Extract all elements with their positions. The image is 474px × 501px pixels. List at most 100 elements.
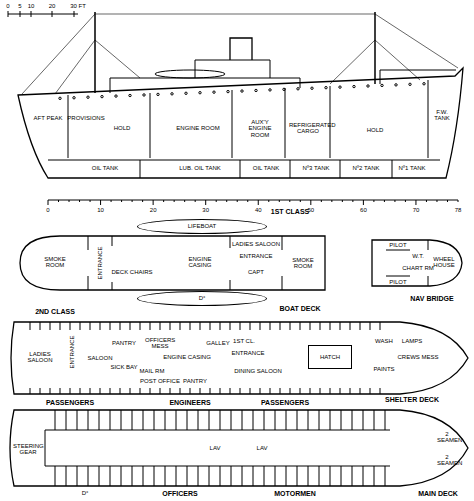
frame-tick (132, 200, 133, 202)
frame-tick (58, 200, 59, 202)
compartment-label: 0 (6, 3, 9, 9)
compartment-label: 30 FT (70, 3, 86, 9)
cabin-wall (55, 410, 56, 430)
compartment-label: LADIES SALOON (232, 241, 280, 247)
cabin-wall (308, 410, 309, 430)
cabin-wall (230, 322, 231, 330)
main-deck-outline (10, 410, 468, 486)
cabin-wall (363, 466, 364, 486)
frame-tick (289, 200, 290, 202)
shelter-deck-walls (30, 322, 380, 394)
compartment-label: F.W. TANK (430, 109, 454, 122)
compartment-label: ENTRANCE (97, 246, 103, 279)
cabin-wall (77, 410, 78, 430)
cabin-wall (363, 410, 364, 430)
cabin-wall (60, 322, 61, 330)
compartment-label: PILOT (389, 242, 406, 248)
porthole (227, 90, 229, 92)
cabin-wall (297, 410, 298, 430)
cabin-wall (180, 388, 181, 394)
deck-heading: NAV BRIDGE (410, 295, 453, 302)
frame-tick (258, 200, 259, 205)
frame-tick (279, 200, 280, 202)
node-text: HATCH (320, 354, 340, 360)
cabin-wall (275, 466, 276, 486)
cabin-wall (165, 410, 166, 430)
cabin-wall (90, 322, 91, 330)
compartment-label: CAPT (248, 269, 264, 275)
cabin-wall (40, 322, 41, 330)
compartment-label: PAINTS (373, 366, 394, 372)
compartment-label: D° (82, 490, 89, 496)
cabin-wall (286, 410, 287, 430)
hatch-box: HATCH (308, 345, 352, 369)
compartment-label: OIL TANK (253, 165, 280, 171)
cabin-wall (385, 410, 386, 430)
compartment-label: REFRIGERATED CARGO (289, 122, 327, 135)
compartment-label: Nº3 TANK (303, 165, 330, 171)
cabin-wall (190, 322, 191, 330)
compartment-label: Nº2 TANK (353, 165, 380, 171)
compartment-label: STEERING GEAR (13, 443, 43, 456)
porthole (311, 87, 313, 89)
compartment-label: ENGINE ROOM (176, 125, 219, 131)
frame-tick (384, 200, 385, 202)
compartment-label: HOLD (367, 127, 384, 133)
frame-tick (226, 200, 227, 202)
porthole (395, 84, 397, 86)
frame-tick (373, 200, 374, 202)
compartment-label: W.T. (412, 253, 424, 259)
porthole (381, 84, 383, 86)
cabin-wall (30, 388, 31, 394)
porthole (143, 94, 145, 96)
shelter-deck-outline (11, 322, 468, 394)
compartment-label: HOLD (114, 125, 131, 131)
tank-divisions (140, 160, 392, 178)
cabin-wall (385, 466, 386, 486)
nav-bridge-outline (372, 240, 462, 286)
cabin-wall (187, 466, 188, 486)
compartment-label: PANTRY (183, 378, 207, 384)
frame-tick (405, 200, 406, 202)
cabin-wall (99, 410, 100, 430)
cabin-wall (170, 322, 171, 330)
frame-tick (216, 200, 217, 202)
compartment-label: 20 (49, 3, 56, 9)
cabin-wall (220, 388, 221, 394)
cabin-wall (290, 322, 291, 330)
nav-bridge-walls (386, 240, 428, 286)
frame-tick (426, 200, 427, 202)
frame-tick (205, 200, 206, 205)
compartment-label: 10 (28, 3, 35, 9)
frame-tick (458, 200, 459, 202)
cabin-wall (320, 322, 321, 330)
cabin-wall (242, 466, 243, 486)
cabin-wall (220, 410, 221, 430)
cabin-wall (270, 322, 271, 330)
compartment-label: 5 (18, 3, 21, 9)
cabin-wall (187, 410, 188, 430)
frame-tick (394, 200, 395, 202)
porthole (269, 89, 271, 91)
compartment-label: SICK BAY (110, 364, 137, 370)
compartment-label: SMOKE ROOM (41, 256, 69, 269)
cabin-wall (330, 388, 331, 394)
nav-bridge-plan (372, 240, 462, 286)
frame-tick (237, 200, 238, 202)
cabin-wall (350, 322, 351, 330)
compartment-label: GALLEY (206, 340, 229, 346)
frame-tick (163, 200, 164, 202)
porthole (171, 93, 173, 95)
compartment-label: ENTRANCE (69, 335, 75, 368)
compartment-label: ENGINE CASING (163, 354, 211, 360)
cabin-wall (130, 388, 131, 394)
cabin-wall (77, 466, 78, 486)
compartment-label: WASH (375, 338, 393, 344)
compartment-label: ENTRANCE (239, 253, 272, 259)
frame-tick (69, 200, 70, 202)
cabin-wall (260, 322, 261, 330)
cabin-wall (380, 388, 381, 394)
cabin-wall (70, 388, 71, 394)
frame-tick (321, 200, 322, 202)
